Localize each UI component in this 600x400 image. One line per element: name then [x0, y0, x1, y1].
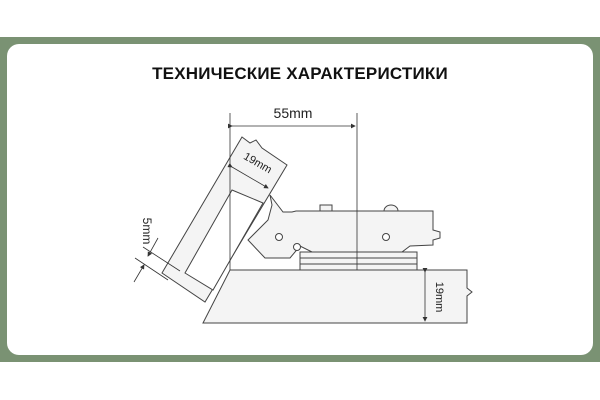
- page-title: ТЕХНИЧЕСКИЕ ХАРАКТЕРИСТИКИ: [152, 64, 448, 83]
- dim-5mm-label: 5mm: [140, 218, 154, 245]
- dim-19mm-panel-label: 19mm: [433, 282, 445, 313]
- dim-19mm-door-line: [227, 162, 269, 189]
- cabinet-panel: [202, 269, 473, 324]
- hinge-arm: [247, 194, 441, 259]
- door-cutout: [184, 189, 264, 291]
- dim-55mm-label: 55mm: [274, 105, 313, 121]
- mounting-plate: [299, 251, 418, 271]
